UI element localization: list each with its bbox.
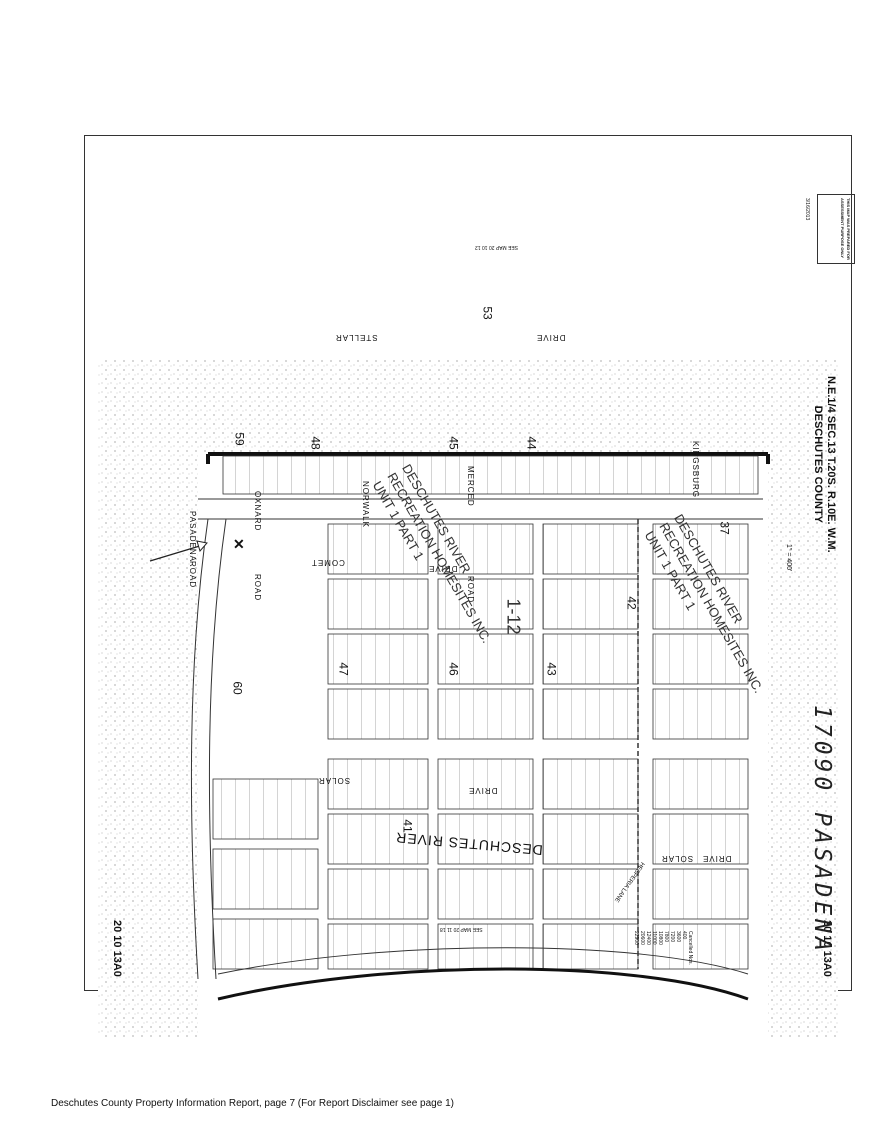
block-44: 44: [524, 436, 539, 450]
block-37: 37: [717, 521, 732, 535]
block-42: 42: [624, 596, 639, 610]
road-stellar-drive: DRIVE: [536, 333, 566, 342]
block-47: 47: [336, 662, 351, 676]
sheet-number-left: 20 10 13A0: [111, 920, 123, 977]
date-stamp: 3/16/2013: [804, 198, 810, 221]
map-title-line2: DESCHUTES COUNTY: [812, 405, 824, 524]
block-53: 53: [480, 306, 495, 320]
road-merced: MERCED: [466, 466, 475, 507]
block-43: 43: [544, 662, 559, 676]
cancelled-number: 7800: [663, 931, 669, 943]
speckle-top: [768, 454, 838, 1039]
speckle-bottom: [98, 454, 198, 1039]
report-footer: Deschutes County Property Information Re…: [51, 1098, 454, 1109]
river-shoreline: [217, 967, 749, 1001]
road-solar-right: SOLAR: [661, 854, 694, 863]
see-map-top: SEE MAP 20 10 12: [475, 244, 518, 250]
block-46: 46: [446, 662, 461, 676]
cancelled-number: 7200: [669, 931, 675, 943]
road-oxnard-road: ROAD: [253, 574, 262, 602]
cancelled-number: 10800: [657, 931, 663, 945]
road-oxnard: OXNARD: [253, 491, 262, 532]
block-48: 48: [308, 436, 323, 450]
cancelled-label: Cancelled Nos.: [687, 931, 693, 965]
map-scale: 1" = 400': [785, 544, 792, 572]
road-comet: COMET: [311, 558, 345, 567]
lot-pointer-arrow: [149, 540, 208, 562]
map-title: N.E.1/4 SEC.13 T.20S. R.10E. W.M. DESCHU…: [811, 376, 837, 553]
cancelled-number: 22900: [633, 931, 639, 945]
road-solar-right-drive: DRIVE: [702, 854, 732, 863]
block-1-12: 1-12: [503, 598, 524, 635]
road-norwalk: NORWALK: [361, 481, 370, 529]
map-canvas: [98, 359, 838, 1039]
block-45: 45: [446, 436, 461, 450]
lot-blocks: [212, 523, 749, 970]
road-solar-drive: DRIVE: [468, 786, 498, 795]
cancelled-number: 11000: [651, 931, 657, 945]
block-60: 60: [230, 681, 245, 695]
tax-lot-map: N.E.1/4 SEC.13 T.20S. R.10E. W.M. DESCHU…: [84, 135, 855, 1039]
disclaimer-box: THIS MAP WAS PREPARED FOR ASSESSMENT PUR…: [817, 194, 855, 264]
cancelled-number: 20600: [639, 931, 645, 945]
speckle-left: [98, 359, 838, 454]
see-map-bottom: SEE MAP 20 11 18: [440, 926, 483, 932]
road-kingsburg: KINGSBURG: [691, 441, 700, 499]
cancelled-number: 12400: [645, 931, 651, 945]
lot-marker-x: ✕: [233, 536, 245, 552]
handwritten-address: 17090 PASADENA: [809, 705, 835, 955]
cancelled-number: 3600: [675, 931, 681, 943]
road-stellar: STELLAR: [335, 333, 378, 342]
map-title-line1: N.E.1/4 SEC.13 T.20S. R.10E. W.M.: [825, 376, 837, 553]
road-solar: SOLAR: [318, 776, 351, 785]
block-59: 59: [232, 432, 247, 446]
block-41: 41: [400, 819, 415, 833]
